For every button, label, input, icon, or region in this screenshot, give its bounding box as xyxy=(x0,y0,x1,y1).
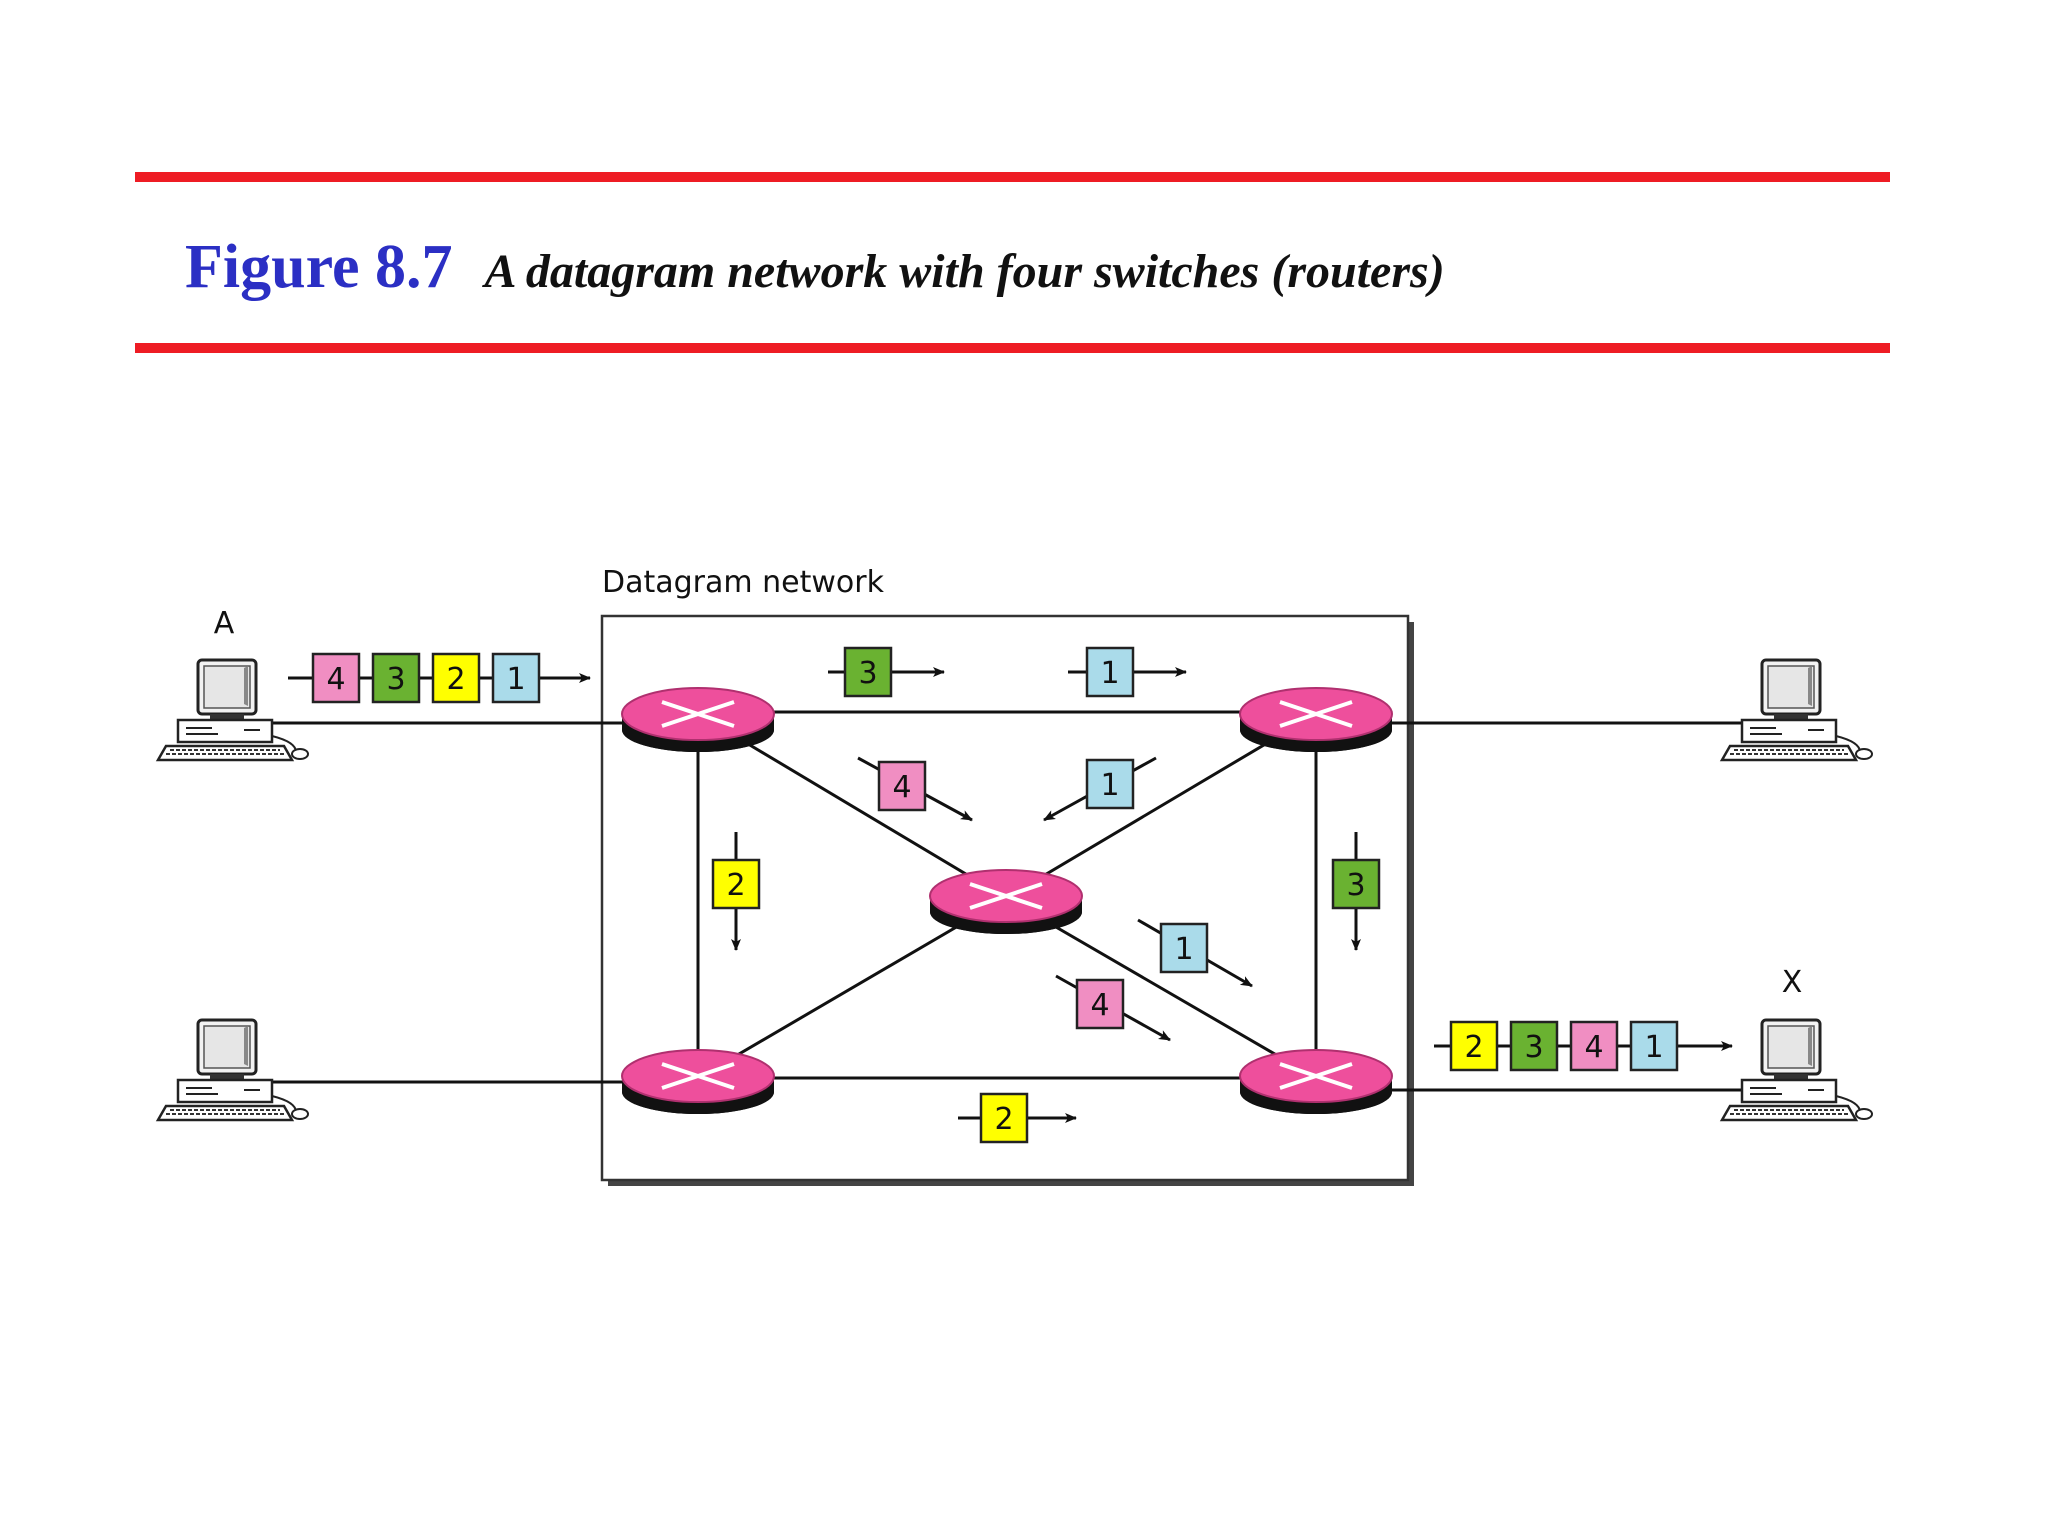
packet-box xyxy=(843,646,893,698)
packet-number: 4 xyxy=(1090,988,1109,1023)
host-a xyxy=(156,658,310,762)
packet-number: 1 xyxy=(1100,656,1119,691)
packet-number: 1 xyxy=(1100,768,1119,803)
diag-packet-upper-left: 4 xyxy=(877,760,927,812)
packet-number: 1 xyxy=(506,662,525,697)
packet-number: 1 xyxy=(1174,932,1193,967)
packet-box xyxy=(979,1092,1029,1144)
host-top-right xyxy=(1720,658,1874,762)
packet-box xyxy=(1449,1020,1499,1072)
packet-number: 2 xyxy=(1464,1030,1483,1065)
packet-box xyxy=(1159,922,1209,974)
router-bottom-left xyxy=(620,1048,776,1116)
diag-packet-lower: 1 xyxy=(1159,922,1209,974)
input-packet: 4 xyxy=(311,652,361,704)
left-link-packet: 2 xyxy=(711,858,761,910)
packet-box xyxy=(1629,1020,1679,1072)
packet-box xyxy=(877,760,927,812)
packets-layer: 4 3 2 1 2 3 4 1 3 1 4 1 2 3 1 4 2 xyxy=(311,646,1679,1144)
packet-number: 2 xyxy=(994,1102,1013,1137)
router-top-left xyxy=(620,686,776,754)
packet-box xyxy=(371,652,421,704)
host-bottom-left xyxy=(156,1018,310,1122)
output-packet: 2 xyxy=(1449,1020,1499,1072)
packet-number: 2 xyxy=(726,868,745,903)
output-packet: 4 xyxy=(1569,1020,1619,1072)
figure-number: Figure 8.7 xyxy=(185,233,453,301)
network-label: Datagram network xyxy=(602,565,885,600)
host-a-label: A xyxy=(214,606,235,641)
packet-box xyxy=(431,652,481,704)
packet-box xyxy=(711,858,761,910)
packet-number: 4 xyxy=(1584,1030,1603,1065)
packet-number: 3 xyxy=(386,662,405,697)
top-link-packet: 1 xyxy=(1085,646,1135,698)
diag-packet-upper-right: 1 xyxy=(1085,758,1135,810)
input-packet: 1 xyxy=(491,652,541,704)
packet-number: 1 xyxy=(1644,1030,1663,1065)
packet-number: 3 xyxy=(1524,1030,1543,1065)
input-packet: 2 xyxy=(431,652,481,704)
figure-caption: Figure 8.7 A datagram network with four … xyxy=(185,232,1445,303)
top-rule xyxy=(135,172,1890,182)
right-link-packet: 3 xyxy=(1331,858,1381,910)
packet-box xyxy=(1569,1020,1619,1072)
router-top-right xyxy=(1238,686,1394,754)
router-center xyxy=(928,868,1084,936)
packet-box xyxy=(1085,758,1135,810)
packet-number: 2 xyxy=(446,662,465,697)
packet-box xyxy=(1075,978,1125,1030)
figure-title: A datagram network with four switches (r… xyxy=(484,245,1445,298)
router-bottom-right xyxy=(1238,1048,1394,1116)
packet-box xyxy=(491,652,541,704)
output-packet: 1 xyxy=(1629,1020,1679,1072)
bottom-link-packet: 2 xyxy=(979,1092,1029,1144)
packet-box xyxy=(311,652,361,704)
packet-number: 4 xyxy=(326,662,345,697)
output-packet: 3 xyxy=(1509,1020,1559,1072)
input-packet: 3 xyxy=(371,652,421,704)
packet-box xyxy=(1509,1020,1559,1072)
diag-packet-lower: 4 xyxy=(1075,978,1125,1030)
host-x-label: X xyxy=(1782,965,1803,1000)
packet-box xyxy=(1331,858,1381,910)
top-link-packet: 3 xyxy=(843,646,893,698)
packet-number: 4 xyxy=(892,770,911,805)
packet-number: 3 xyxy=(858,656,877,691)
packet-number: 3 xyxy=(1346,868,1365,903)
packet-box xyxy=(1085,646,1135,698)
host-x xyxy=(1720,1018,1874,1122)
bottom-rule xyxy=(135,343,1890,353)
